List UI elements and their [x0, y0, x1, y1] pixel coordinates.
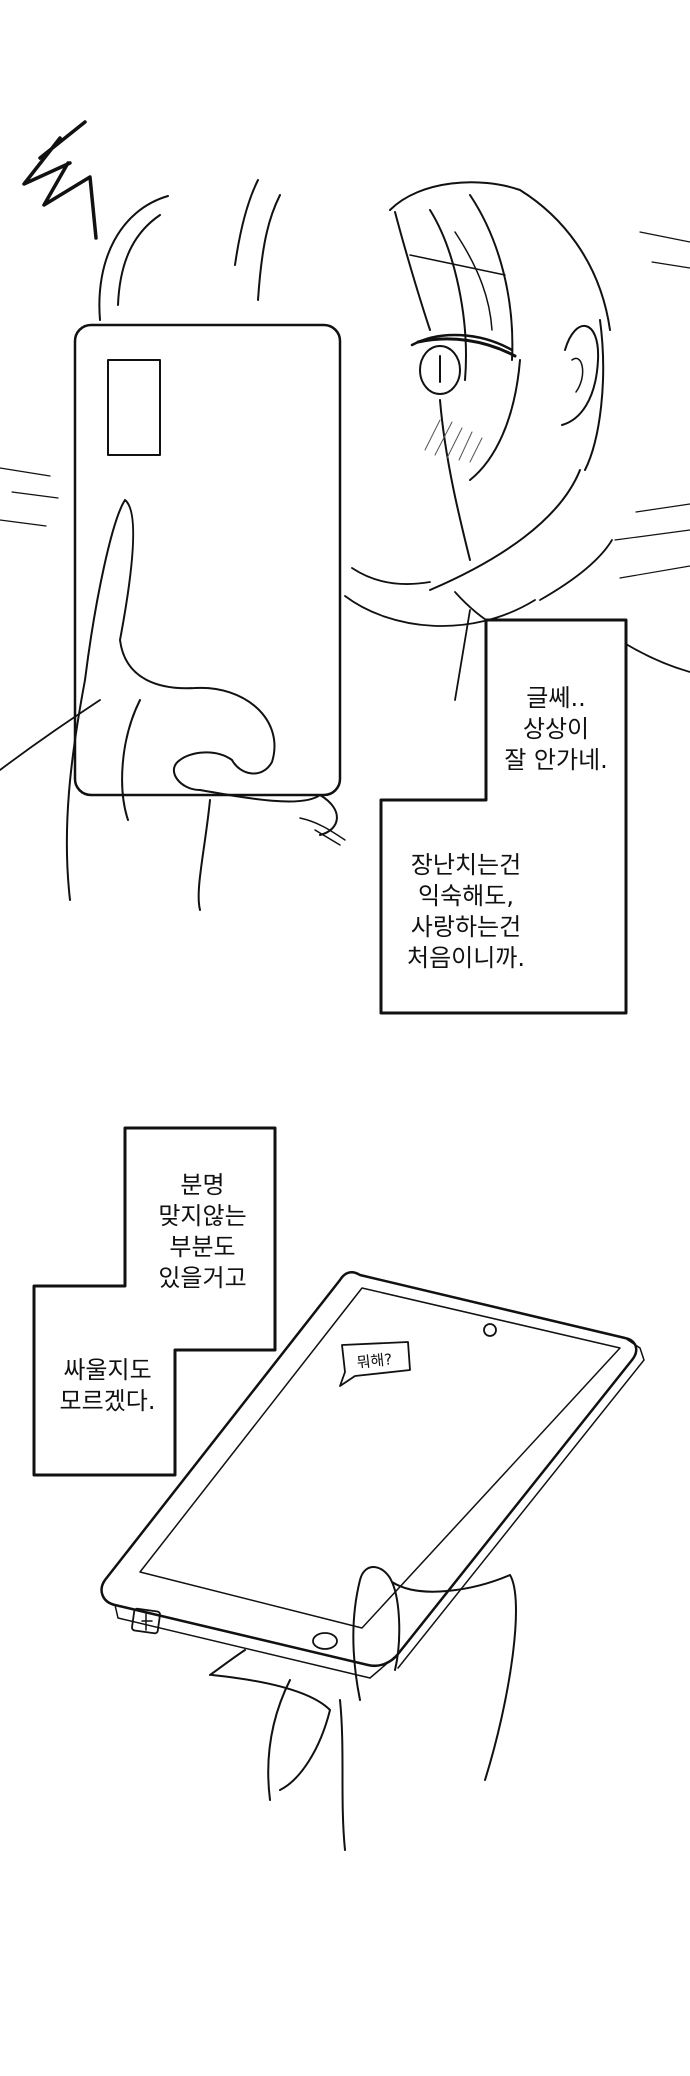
caption-line: 처음이니까. — [406, 944, 526, 972]
caption-line: 부분도 — [169, 1233, 236, 1261]
sfx-scribble — [22, 120, 98, 240]
caption-line: 장난치는건 — [410, 851, 522, 879]
caption-line: 맞지않는 — [158, 1202, 247, 1230]
hand — [65, 499, 338, 911]
caption-line: 상상이 — [522, 715, 590, 743]
caption-line: 익숙해도, — [418, 882, 514, 910]
speed-lines-right — [614, 231, 690, 579]
tablet-hand — [209, 1566, 517, 1851]
message-bubble-text: 뭐해? — [356, 1350, 393, 1372]
caption-panel-1-lower: 장난치는건 익숙해도, 사랑하는건 처음이니까. — [396, 850, 536, 974]
panel-2-artwork — [100, 1271, 645, 1851]
tablet-camera — [483, 1323, 497, 1337]
caption-line: 분명 — [180, 1171, 225, 1199]
blush-lines — [424, 419, 483, 463]
message-bubble — [339, 1341, 411, 1387]
hair — [98, 179, 611, 591]
caption-panel-2-upper: 분명 맞지않는 부분도 있을거고 — [145, 1170, 260, 1294]
caption-box-panel-2 — [32, 1126, 277, 1477]
caption-line: 싸울지도 — [63, 1356, 152, 1384]
hair-strand — [409, 231, 506, 331]
caption-panel-2-lower: 싸울지도 모르겠다. — [50, 1355, 165, 1417]
caption-line: 글쎄.. — [526, 684, 586, 712]
pupil — [419, 345, 461, 395]
face-contour — [344, 539, 613, 627]
tablet-home-button — [312, 1632, 338, 1650]
caption-line: 있을거고 — [158, 1264, 247, 1292]
phone-camera-module — [107, 359, 161, 456]
caption-line: 잘 안가네. — [504, 746, 608, 774]
caption-line: 모르겠다. — [59, 1387, 156, 1415]
speed-lines-left — [0, 467, 59, 527]
app-icon — [131, 1607, 161, 1635]
ear — [561, 324, 600, 426]
tablet-body — [100, 1271, 638, 1667]
caption-panel-1-upper: 글쎄.. 상상이 잘 안가네. — [501, 683, 611, 776]
caption-box-panel-1 — [379, 618, 628, 1015]
phone-back — [73, 323, 342, 797]
caption-line: 사랑하는건 — [410, 913, 522, 941]
